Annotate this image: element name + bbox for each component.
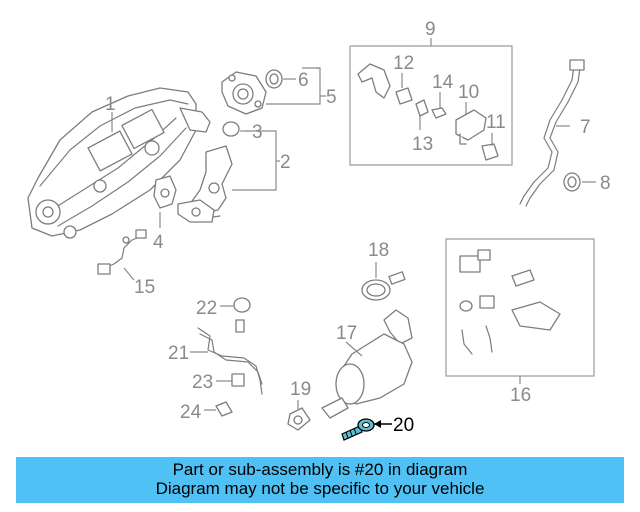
callout-24: 24: [180, 402, 202, 423]
callout-5: 5: [326, 87, 337, 108]
callout-7: 7: [580, 117, 591, 138]
egr-housing-part: [221, 69, 283, 115]
callout-8: 8: [600, 173, 611, 194]
gasket-part: [153, 175, 177, 209]
banner-line-1: Part or sub-assembly is #20 in diagram: [172, 460, 468, 479]
banner-line-2: Diagram may not be specific to your vehi…: [155, 479, 485, 498]
callout-10: 10: [458, 82, 479, 103]
callout-21: 21: [168, 343, 189, 364]
callout-4: 4: [153, 232, 164, 253]
callout-19: 19: [290, 379, 311, 400]
callout-9: 9: [425, 19, 436, 40]
callout-23: 23: [192, 372, 213, 393]
info-banner: Part or sub-assembly is #20 in diagram D…: [16, 457, 624, 503]
callout-17: 17: [336, 323, 357, 344]
clamp-part: [361, 271, 406, 301]
callout-1: 1: [105, 94, 116, 115]
callout-16: 16: [510, 385, 531, 406]
callout-3: 3: [252, 122, 263, 143]
sensor-harness-part: [97, 229, 147, 275]
callout-14: 14: [432, 72, 454, 93]
parts-diagram: 1 6 5 3 2 4 15: [27, 19, 611, 441]
hose-line-part: [197, 297, 263, 417]
group-box-9: [349, 45, 513, 166]
egr-cooler-part: [27, 87, 211, 239]
callout-20: 20: [393, 415, 414, 436]
callout-15: 15: [134, 277, 155, 298]
callout-22: 22: [196, 298, 217, 319]
box-9-parts: [357, 63, 499, 161]
callout-11: 11: [486, 112, 506, 133]
callout-2: 2: [280, 152, 291, 173]
exhaust-gasket-part: [287, 407, 311, 431]
callout-18: 18: [368, 240, 389, 261]
bolt-part-20: [341, 418, 375, 441]
callout-12: 12: [393, 53, 414, 74]
callout-13: 13: [412, 134, 433, 155]
egr-pipe-part: [177, 121, 240, 223]
converter-part: [321, 309, 413, 419]
box-16-parts: [459, 249, 561, 355]
vacuum-hose-part: [519, 59, 585, 207]
callout-6: 6: [298, 70, 309, 91]
